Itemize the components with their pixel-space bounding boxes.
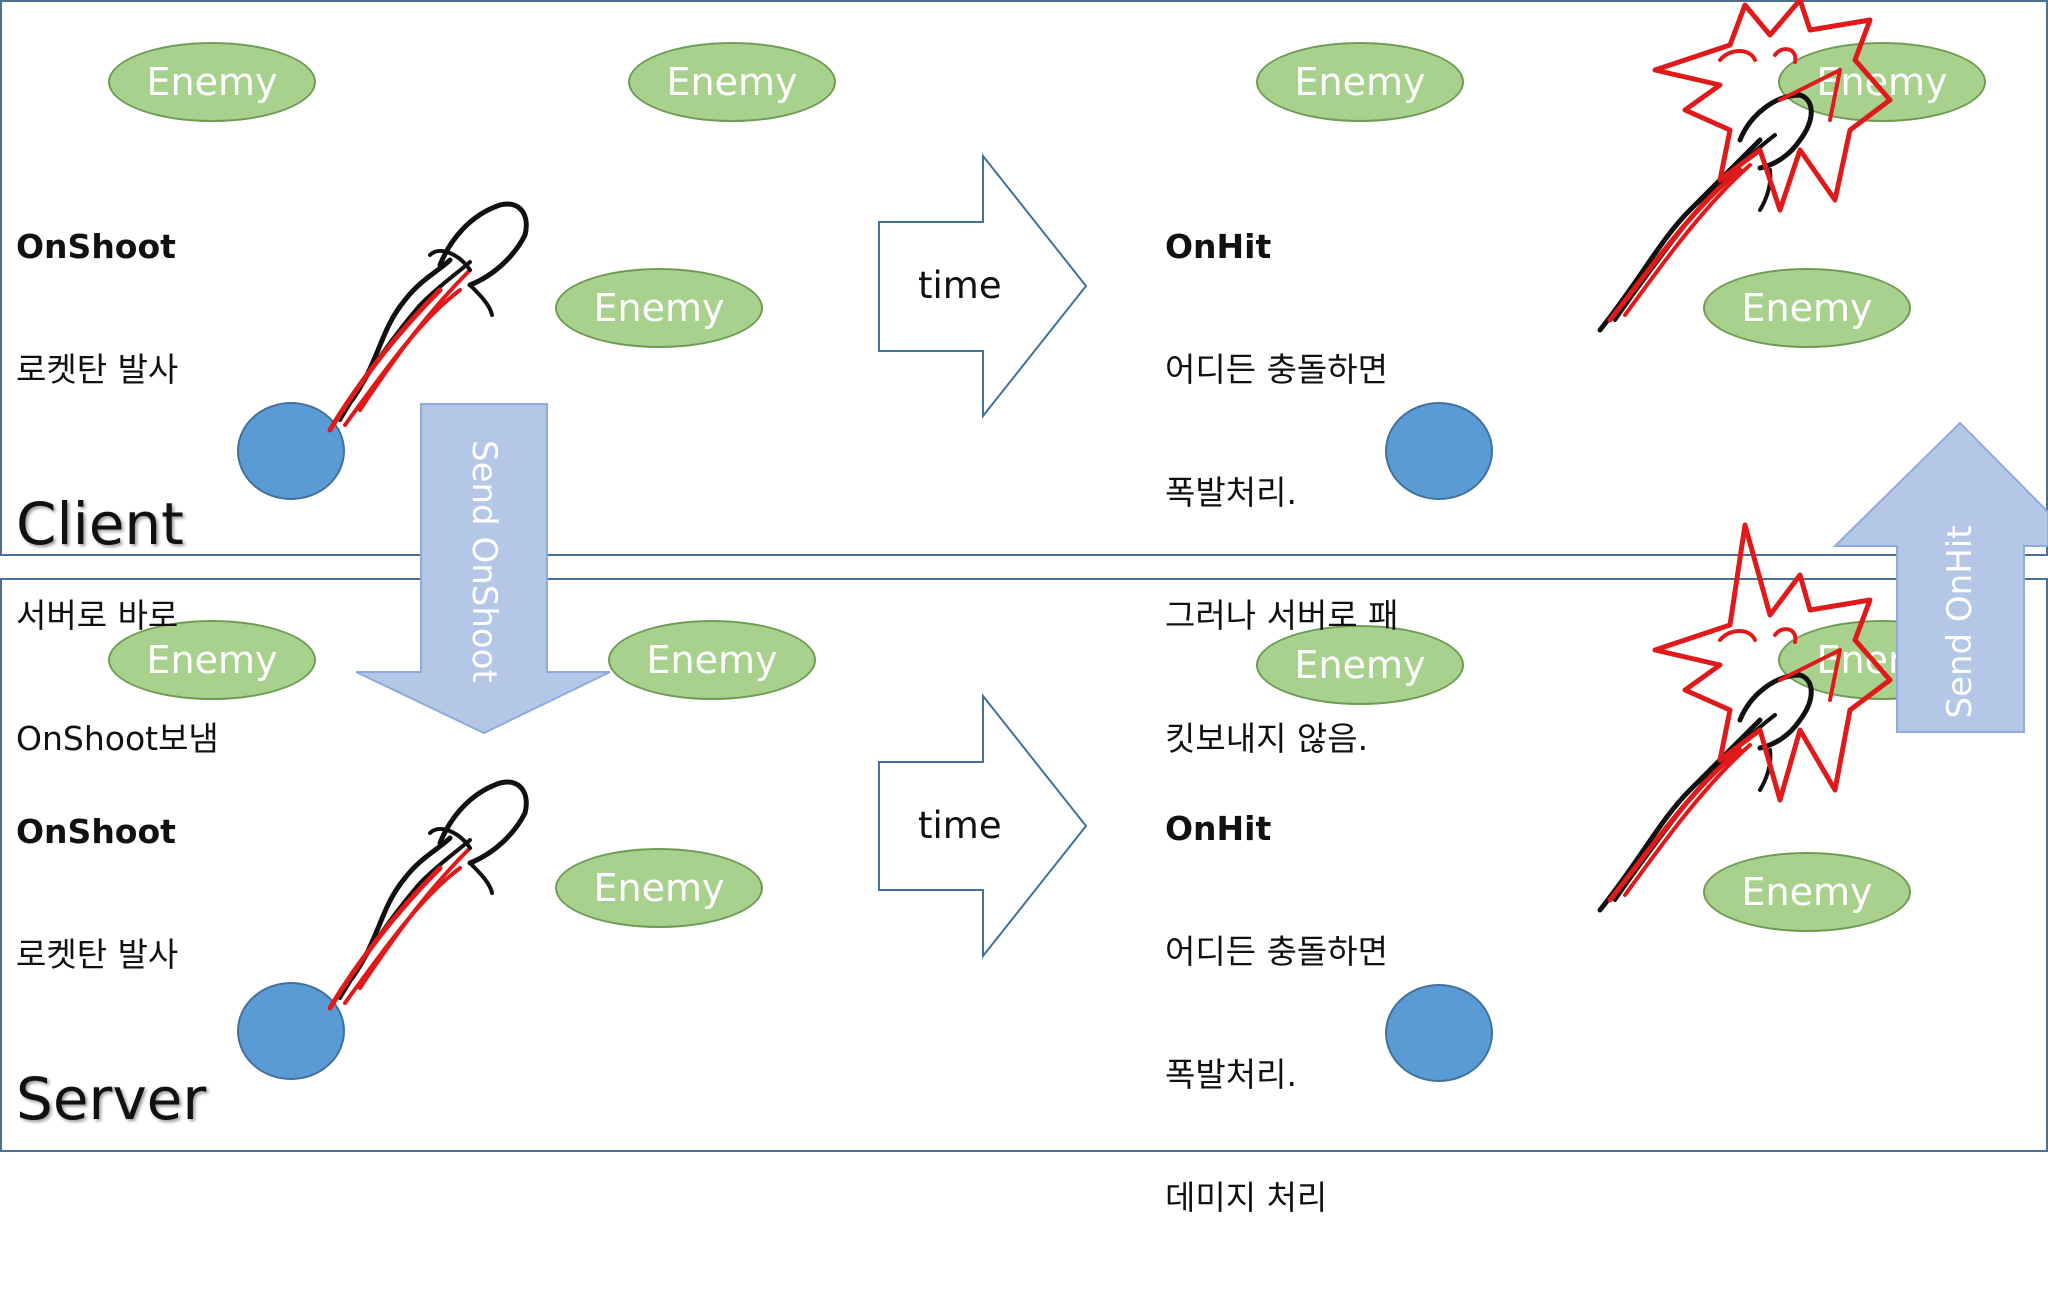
text-line: 로켓탄 발사	[16, 350, 179, 389]
player-circle	[237, 402, 345, 500]
diagram: Enemy Enemy Enemy Enemy Enemy Enemy Enem…	[0, 0, 2048, 1217]
enemy: Enemy	[628, 42, 836, 122]
text-line: 어디든 충돌하면	[1165, 932, 1389, 971]
player-circle	[237, 982, 345, 1080]
enemy: Enemy	[555, 268, 763, 348]
rocket-sketch-icon	[327, 779, 529, 1011]
server-onhit-title: OnHit	[1165, 809, 1272, 848]
enemy: Enemy	[1703, 852, 1911, 932]
time-label: time	[918, 804, 1002, 847]
send-onhit-arrow	[1832, 421, 2048, 733]
enemy: Enemy	[608, 620, 816, 700]
server-onshoot-text: OnShoot 로켓탄 발사	[16, 729, 178, 1057]
enemy: Enemy	[1256, 42, 1464, 122]
player-circle	[1385, 984, 1493, 1082]
send-onhit-label: Send OnHit	[1940, 525, 1980, 719]
client-onshoot-text: OnShoot 로켓탄 발사 서버로 바로 OnShoot보냄	[16, 144, 219, 841]
send-onshoot-arrow	[355, 403, 611, 735]
server-label: Server	[16, 1065, 207, 1133]
time-arrow	[878, 693, 1088, 959]
client-onshoot-title: OnShoot	[16, 227, 176, 266]
time-arrow	[878, 153, 1088, 419]
text-line: 폭발처리.	[1165, 473, 1297, 512]
enemy: Enemy	[1256, 625, 1464, 705]
text-line: 어디든 충돌하면	[1165, 350, 1389, 389]
enemy: Enemy	[1703, 268, 1911, 348]
text-line: 폭발처리.	[1165, 1055, 1297, 1094]
text-line: 서버로 바로	[16, 596, 179, 635]
enemy: Enemy	[108, 620, 316, 700]
text-line: 로켓탄 발사	[16, 935, 179, 974]
time-label: time	[918, 264, 1002, 307]
send-onshoot-label: Send OnShoot	[464, 440, 504, 683]
player-circle	[1385, 402, 1493, 500]
client-onhit-title: OnHit	[1165, 227, 1272, 266]
explosion-sketch-icon	[1597, 522, 1893, 913]
server-onshoot-title: OnShoot	[16, 812, 176, 851]
client-onhit-text: OnHit 어디든 충돌하면 폭발처리. 그러나 서버로 패 킷보내지 않음.	[1165, 144, 1399, 841]
rocket-sketch-icon	[327, 201, 529, 433]
arrows-and-sketches	[327, 0, 2048, 1011]
enemy: Enemy	[555, 848, 763, 928]
enemy: Enemy	[108, 42, 316, 122]
client-label: Client	[16, 490, 184, 558]
explosion-sketch-icon	[1597, 0, 1893, 333]
text-line: 킷보내지 않음.	[1165, 719, 1369, 758]
text-line: 데미지 처리	[1165, 1178, 1328, 1217]
text-line: 그러나 서버로 패	[1165, 596, 1399, 635]
text-line: OnShoot보냄	[16, 719, 219, 758]
